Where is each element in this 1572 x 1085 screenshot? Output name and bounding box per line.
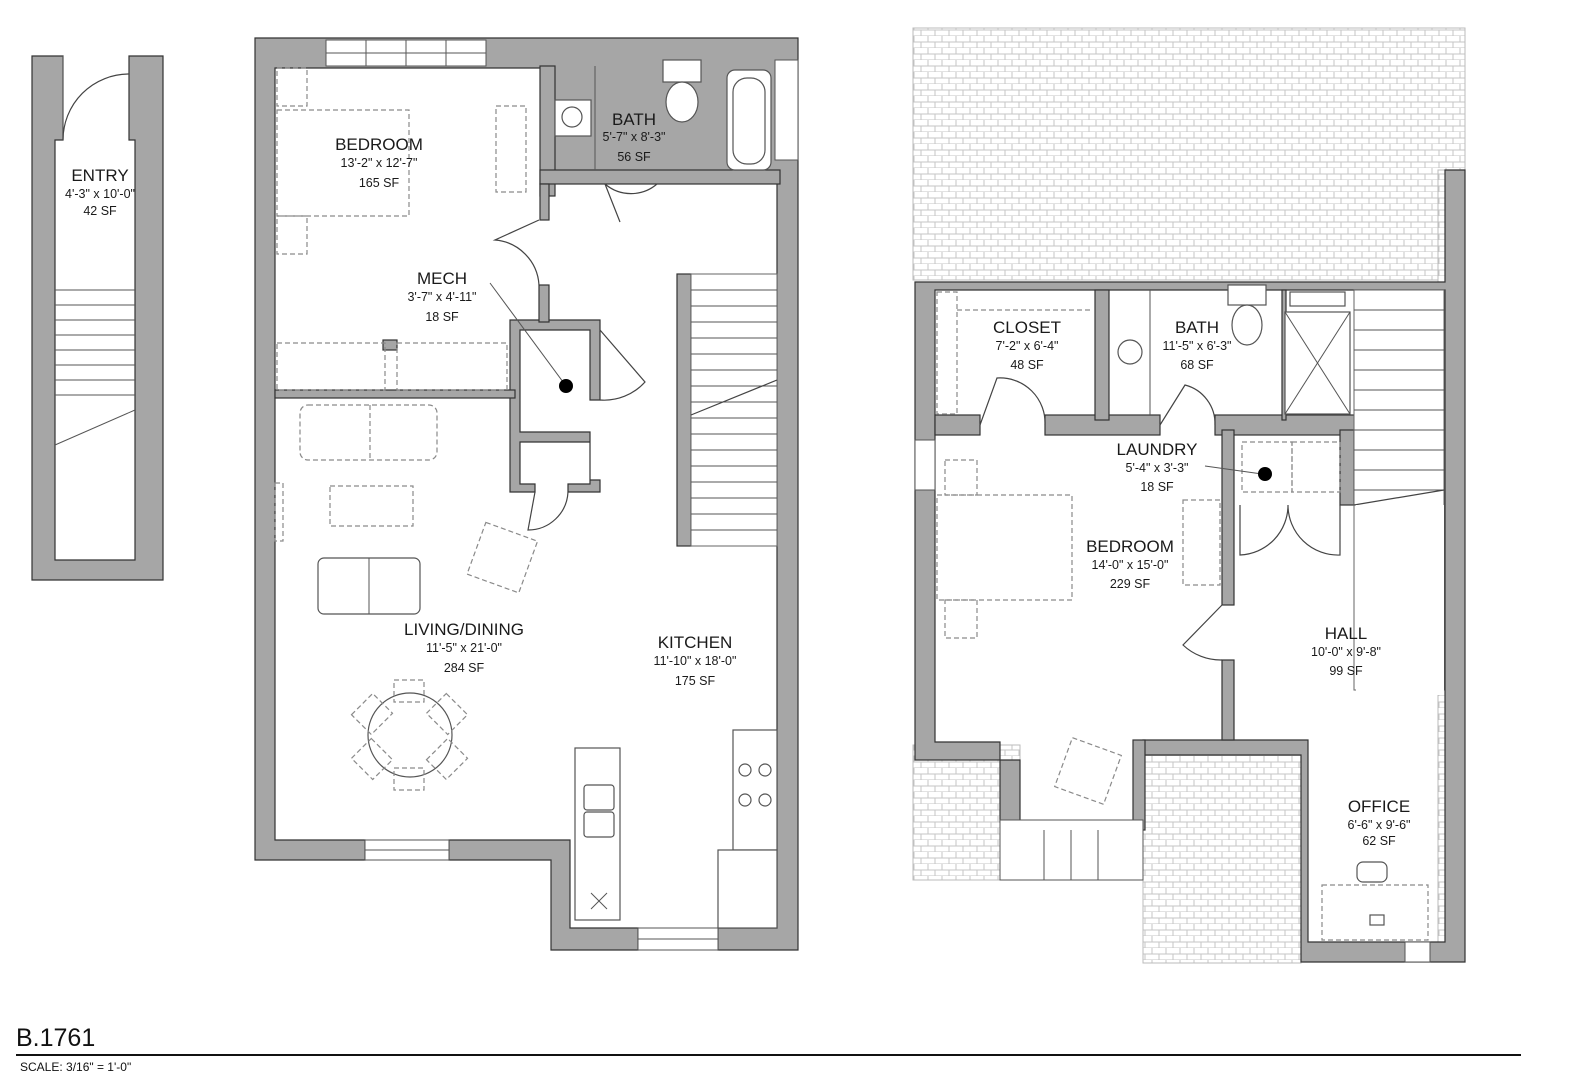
svg-text:CLOSET: CLOSET: [993, 318, 1061, 337]
svg-text:62 SF: 62 SF: [1362, 834, 1396, 848]
laundry-doors: [1239, 504, 1341, 556]
title-rule: [16, 1054, 1521, 1056]
svg-text:BEDROOM: BEDROOM: [335, 135, 423, 154]
svg-text:48 SF: 48 SF: [1010, 358, 1044, 372]
room-label-bedroom-main: BEDROOM 13'-2" x 12'-7" 165 SF: [335, 135, 423, 190]
svg-text:284 SF: 284 SF: [444, 661, 485, 675]
mech-door-swing: [599, 329, 646, 401]
svg-text:18 SF: 18 SF: [1140, 480, 1174, 494]
svg-text:11'-10" x 18'-0": 11'-10" x 18'-0": [654, 654, 737, 668]
svg-text:KITCHEN: KITCHEN: [658, 633, 733, 652]
svg-text:ENTRY: ENTRY: [71, 166, 128, 185]
dresser: [495, 105, 527, 193]
svg-text:OFFICE: OFFICE: [1348, 797, 1410, 816]
plan-id: B.1761: [16, 1024, 96, 1052]
svg-text:5'-4" x 3'-3": 5'-4" x 3'-3": [1126, 461, 1189, 475]
svg-text:11'-5" x 21'-0": 11'-5" x 21'-0": [426, 641, 502, 655]
svg-text:HALL: HALL: [1325, 624, 1368, 643]
refrigerator: [717, 849, 778, 929]
entry-door-swing: [62, 73, 130, 141]
sofa: [299, 404, 438, 461]
range: [732, 729, 778, 851]
closet-door-swing: [979, 377, 1046, 426]
toilet-tank: [662, 59, 702, 83]
room-label-bath-upper: BATH 11'-5" x 6'-3" 68 SF: [1162, 318, 1231, 372]
room-label-closet: CLOSET 7'-2" x 6'-4" 48 SF: [993, 318, 1061, 372]
main-floor-plan: [254, 37, 799, 951]
room-label-bedroom-upper: BEDROOM 14'-0" x 15'-0" 229 SF: [1086, 537, 1174, 591]
room-label-entry: ENTRY 4'-3" x 10'-0" 42 SF: [65, 166, 135, 218]
room-label-kitchen: KITCHEN 11'-10" x 18'-0" 175 SF: [654, 633, 737, 688]
room-label-mech: MECH 3'-7" x 4'-11" 18 SF: [407, 269, 476, 324]
svg-text:42 SF: 42 SF: [83, 204, 117, 218]
laundry-marker: [1258, 467, 1272, 481]
svg-text:BATH: BATH: [1175, 318, 1219, 337]
dryer: [1291, 441, 1341, 493]
room-label-hall: HALL 10'-0" x 9'-8" 99 SF: [1311, 624, 1381, 678]
bath-sink: [561, 106, 583, 128]
svg-text:10'-0" x 9'-8": 10'-0" x 9'-8": [1311, 645, 1381, 659]
svg-text:LAUNDRY: LAUNDRY: [1117, 440, 1198, 459]
mech-marker: [559, 379, 573, 393]
roof-area-north: [912, 27, 1466, 281]
svg-text:3'-7" x 4'-11": 3'-7" x 4'-11": [407, 290, 476, 304]
bed: [276, 109, 410, 217]
svg-text:BEDROOM: BEDROOM: [1086, 537, 1174, 556]
svg-text:175 SF: 175 SF: [675, 674, 716, 688]
scale-note: SCALE: 3/16" = 1'-0": [20, 1060, 132, 1074]
bedroom-door-swing: [492, 219, 540, 286]
toilet-upper: [1231, 304, 1263, 346]
svg-text:LIVING/DINING: LIVING/DINING: [404, 620, 524, 639]
coffee-table: [329, 485, 414, 527]
armchair: [466, 521, 539, 594]
svg-text:14'-0" x 15'-0": 14'-0" x 15'-0": [1092, 558, 1169, 572]
svg-text:229 SF: 229 SF: [1110, 577, 1151, 591]
upper-floor-plan: [912, 27, 1466, 964]
svg-text:56 SF: 56 SF: [617, 150, 651, 164]
svg-text:MECH: MECH: [417, 269, 467, 288]
armchair-upper: [1053, 736, 1123, 806]
svg-text:13'-2" x 12'-7": 13'-2" x 12'-7": [341, 156, 418, 170]
svg-text:99 SF: 99 SF: [1329, 664, 1363, 678]
entry-stair-plan: [31, 55, 164, 581]
room-label-laundry: LAUNDRY 5'-4" x 3'-3" 18 SF: [1117, 440, 1198, 494]
svg-text:7'-2" x 6'-4": 7'-2" x 6'-4": [996, 339, 1059, 353]
dresser-upper: [1182, 499, 1221, 586]
svg-text:11'-5" x 6'-3": 11'-5" x 6'-3": [1162, 339, 1231, 353]
room-label-bath-main: BATH 5'-7" x 8'-3" 56 SF: [603, 110, 666, 164]
room-label-living-dining: LIVING/DINING 11'-5" x 21'-0" 284 SF: [404, 620, 524, 675]
bath-sink-upper: [1117, 339, 1143, 365]
svg-text:5'-7" x 8'-3": 5'-7" x 8'-3": [603, 130, 666, 144]
office-chair: [1356, 861, 1388, 883]
svg-text:165 SF: 165 SF: [359, 176, 400, 190]
svg-text:4'-3" x 10'-0": 4'-3" x 10'-0": [65, 187, 135, 201]
svg-text:BATH: BATH: [612, 110, 656, 129]
bedroom-door-upper-swing: [1182, 604, 1223, 661]
main-stair: [676, 273, 778, 547]
office-desk: [1321, 884, 1429, 941]
bed-upper: [936, 494, 1073, 601]
svg-text:68 SF: 68 SF: [1180, 358, 1214, 372]
washer: [1241, 441, 1293, 493]
bath-door-upper-swing: [1159, 384, 1216, 426]
svg-text:6'-6" x 9'-6": 6'-6" x 9'-6": [1348, 818, 1411, 832]
dining-table: [367, 692, 453, 778]
svg-text:18 SF: 18 SF: [425, 310, 459, 324]
entry-stair-treads: [54, 289, 136, 446]
toilet: [665, 81, 699, 123]
room-label-office: OFFICE 6'-6" x 9'-6" 62 SF: [1348, 797, 1411, 848]
kitchen-sink: [583, 784, 615, 811]
bath-door-swing: [604, 183, 658, 223]
